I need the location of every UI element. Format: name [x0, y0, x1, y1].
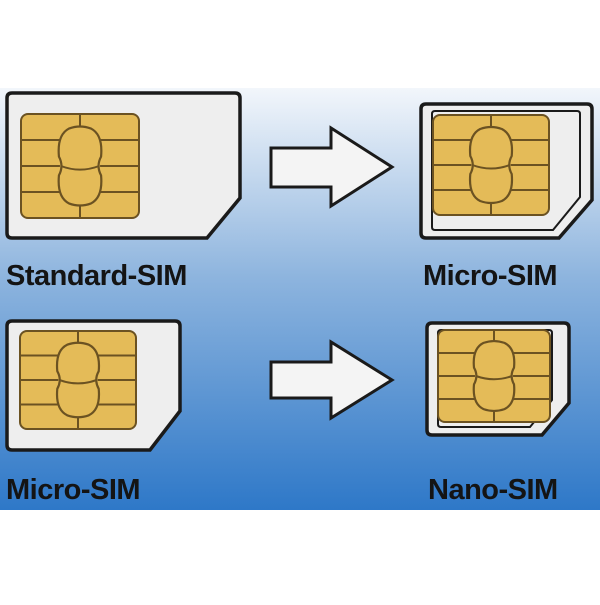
micro-sim-card-result	[419, 102, 594, 240]
micro-sim-source-label: Micro-SIM	[6, 474, 141, 506]
nano-sim-card-result	[425, 321, 571, 437]
nano-sim-result-label: Nano-SIM	[428, 474, 558, 506]
sim-chip-icon	[437, 329, 551, 423]
standard-sim-card	[5, 91, 242, 240]
micro-sim-result-label: Micro-SIM	[423, 260, 558, 292]
sim-chip-icon	[19, 330, 137, 430]
standard-sim-label: Standard-SIM	[6, 260, 187, 292]
right-arrow-icon	[269, 339, 395, 421]
right-arrow-icon	[269, 125, 395, 209]
sim-chip-icon	[432, 114, 550, 216]
micro-sim-card-source	[5, 319, 182, 452]
sim-chip-icon	[20, 113, 140, 219]
